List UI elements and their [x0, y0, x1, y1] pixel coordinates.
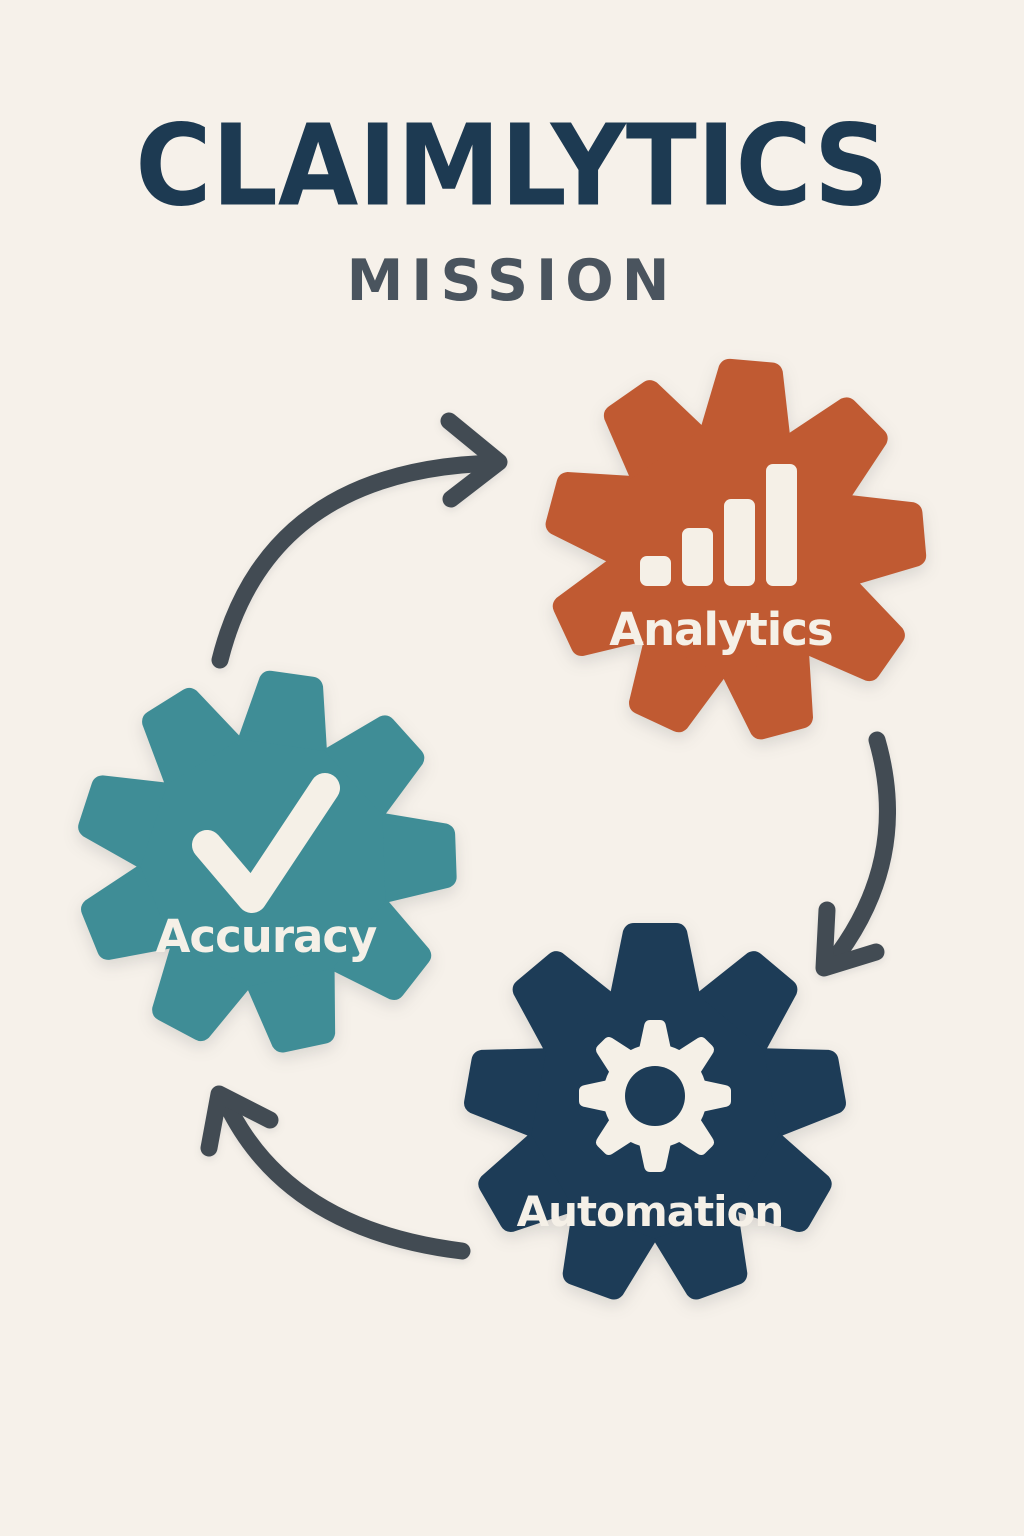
node-accuracy: Accuracy [46, 647, 485, 1081]
gear-label-analytics: Analytics [609, 603, 832, 656]
arrow-analytics-to-automation [821, 731, 896, 974]
arrow-accuracy-to-analytics-head-icon [440, 412, 508, 508]
poster-title: CLAIMLYTICS [135, 99, 889, 232]
node-analytics: Analytics [524, 344, 946, 760]
arrow-automation-to-accuracy-head-icon [200, 1085, 279, 1157]
arrow-automation-to-accuracy [215, 1089, 471, 1260]
bar-chart-icon [640, 464, 797, 586]
cycle-arrows [200, 412, 896, 1260]
gear-icon-hole [625, 1066, 685, 1126]
arrow-accuracy-to-analytics [211, 454, 506, 669]
checkmark-icon [192, 773, 340, 913]
arrow-analytics-to-automation-head-icon [815, 901, 885, 977]
gear-label-accuracy: Accuracy [156, 910, 377, 963]
gear-label-automation: Automation [517, 1187, 784, 1236]
node-automation: Automation [460, 923, 850, 1307]
gear-icon [579, 1020, 731, 1172]
poster-subtitle: MISSION [346, 248, 678, 314]
